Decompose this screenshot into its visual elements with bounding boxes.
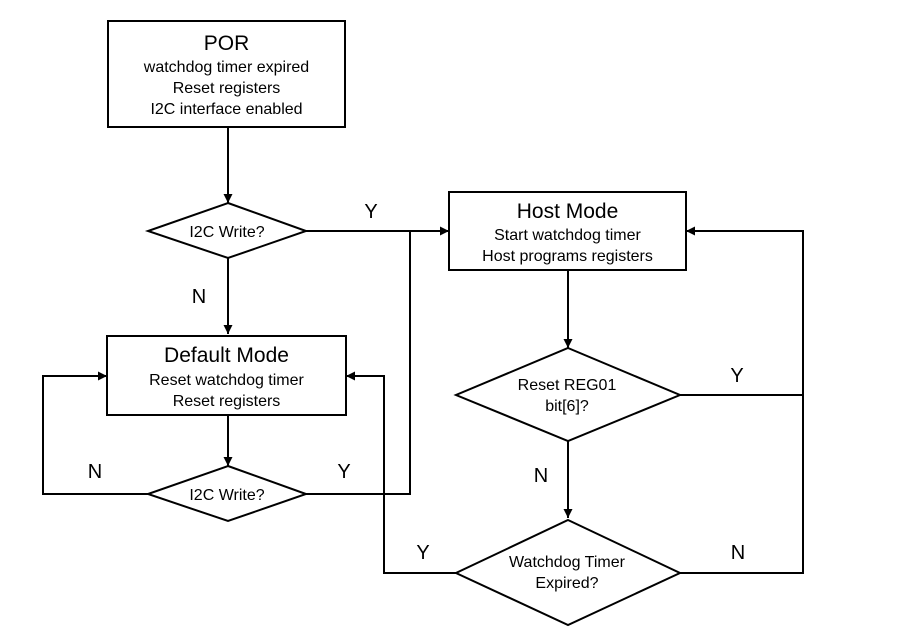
edge-watchdog-yes-to-default-mode xyxy=(346,371,456,574)
edge-watchdog-no-to-host-mode xyxy=(680,395,804,574)
host-mode-line: Start watchdog timer xyxy=(494,227,641,244)
watchdog-expired-label: Expired? xyxy=(535,575,598,592)
edge-bottom-write-yes-to-host-mode xyxy=(306,231,411,495)
reset-reg01-label: bit[6]? xyxy=(545,398,589,415)
edge-labels: Y N N Y Y N Y N xyxy=(88,201,745,564)
edge-reg01-yes-to-host-mode xyxy=(680,226,804,396)
watchdog-expired-label: Watchdog Timer xyxy=(509,554,626,571)
default-mode-title: Default Mode xyxy=(164,344,289,367)
host-mode-line: Host programs registers xyxy=(482,248,653,265)
por-title: POR xyxy=(204,32,250,55)
top-write-no-label: N xyxy=(192,286,206,308)
reset-reg01-decision: Reset REG01 bit[6]? xyxy=(453,346,683,443)
default-mode-line: Reset watchdog timer xyxy=(149,372,304,389)
watchdog-expired-decision: Watchdog Timer Expired? xyxy=(453,518,683,627)
host-mode-title: Host Mode xyxy=(517,200,619,223)
reset-reg01-label: Reset REG01 xyxy=(518,377,617,394)
i2c-write-top-label: I2C Write? xyxy=(189,224,264,241)
host-mode-node: Host Mode Start watchdog timer Host prog… xyxy=(448,191,687,271)
i2c-write-bottom-label: I2C Write? xyxy=(189,487,264,504)
bottom-write-yes-label: Y xyxy=(337,461,350,483)
default-mode-line: Reset registers xyxy=(173,393,281,410)
por-line: watchdog timer expired xyxy=(143,59,309,76)
por-line: I2C interface enabled xyxy=(150,101,302,118)
default-mode-node: Default Mode Reset watchdog timer Reset … xyxy=(106,335,347,416)
watchdog-yes-label: Y xyxy=(416,542,429,564)
watchdog-no-label: N xyxy=(731,542,745,564)
i2c-write-bottom-decision: I2C Write? xyxy=(144,464,310,523)
bottom-write-no-label: N xyxy=(88,461,102,483)
top-write-yes-label: Y xyxy=(364,201,377,223)
por-node: POR watchdog timer expired Reset registe… xyxy=(107,20,346,128)
edge-bottom-write-no-loop xyxy=(42,371,148,495)
reg01-yes-label: Y xyxy=(730,365,743,387)
i2c-write-top-decision: I2C Write? xyxy=(144,201,310,260)
por-line: Reset registers xyxy=(173,80,281,97)
reg01-no-label: N xyxy=(534,465,548,487)
connectors xyxy=(42,127,804,574)
